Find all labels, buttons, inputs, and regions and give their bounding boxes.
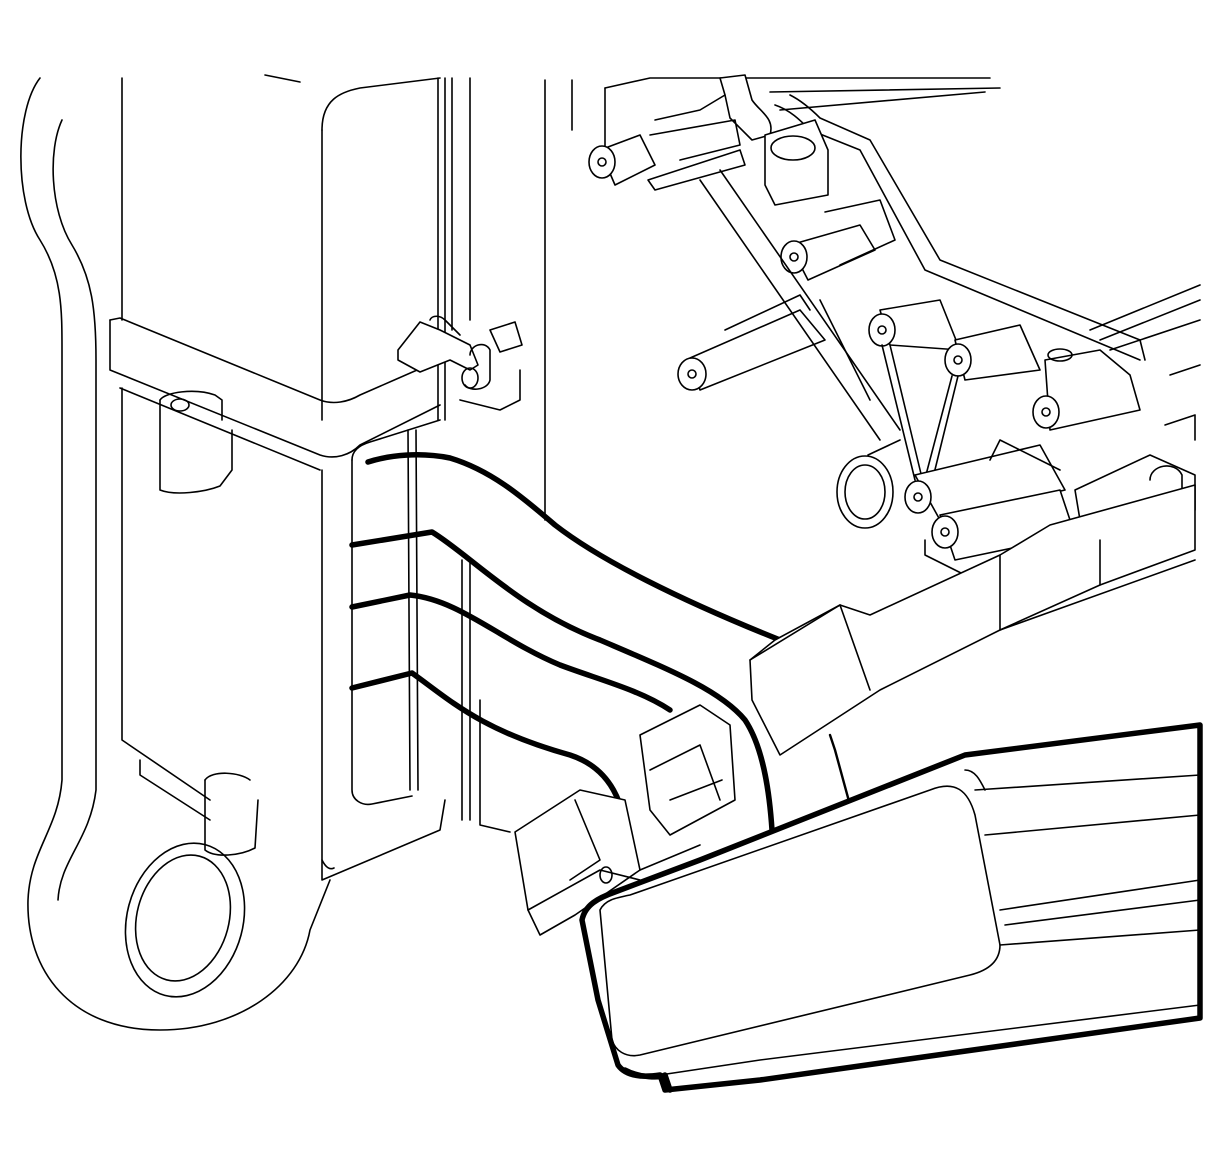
heater-hose-upper: [365, 452, 783, 643]
heater-core-case: [579, 722, 1203, 1093]
bracket-post: [1032, 348, 1141, 431]
heater-hoses: [349, 452, 852, 863]
bracket-post: [588, 134, 656, 186]
bracket-post: [677, 294, 826, 391]
bracket-post: [944, 324, 1041, 381]
bracket-post: [764, 119, 829, 206]
heater-hose-upper-lower-edge: [349, 529, 775, 833]
left-housing: [20, 74, 573, 1031]
bracket-socket: [836, 439, 901, 529]
bracket-post: [904, 444, 1066, 521]
bracket-post: [868, 299, 961, 351]
bracket-post: [780, 224, 876, 281]
hose-clip: [397, 315, 523, 411]
hose-fitting-right: [639, 704, 736, 836]
heater-core-bracket: [749, 484, 1196, 756]
heater-hose-lower: [349, 592, 673, 713]
